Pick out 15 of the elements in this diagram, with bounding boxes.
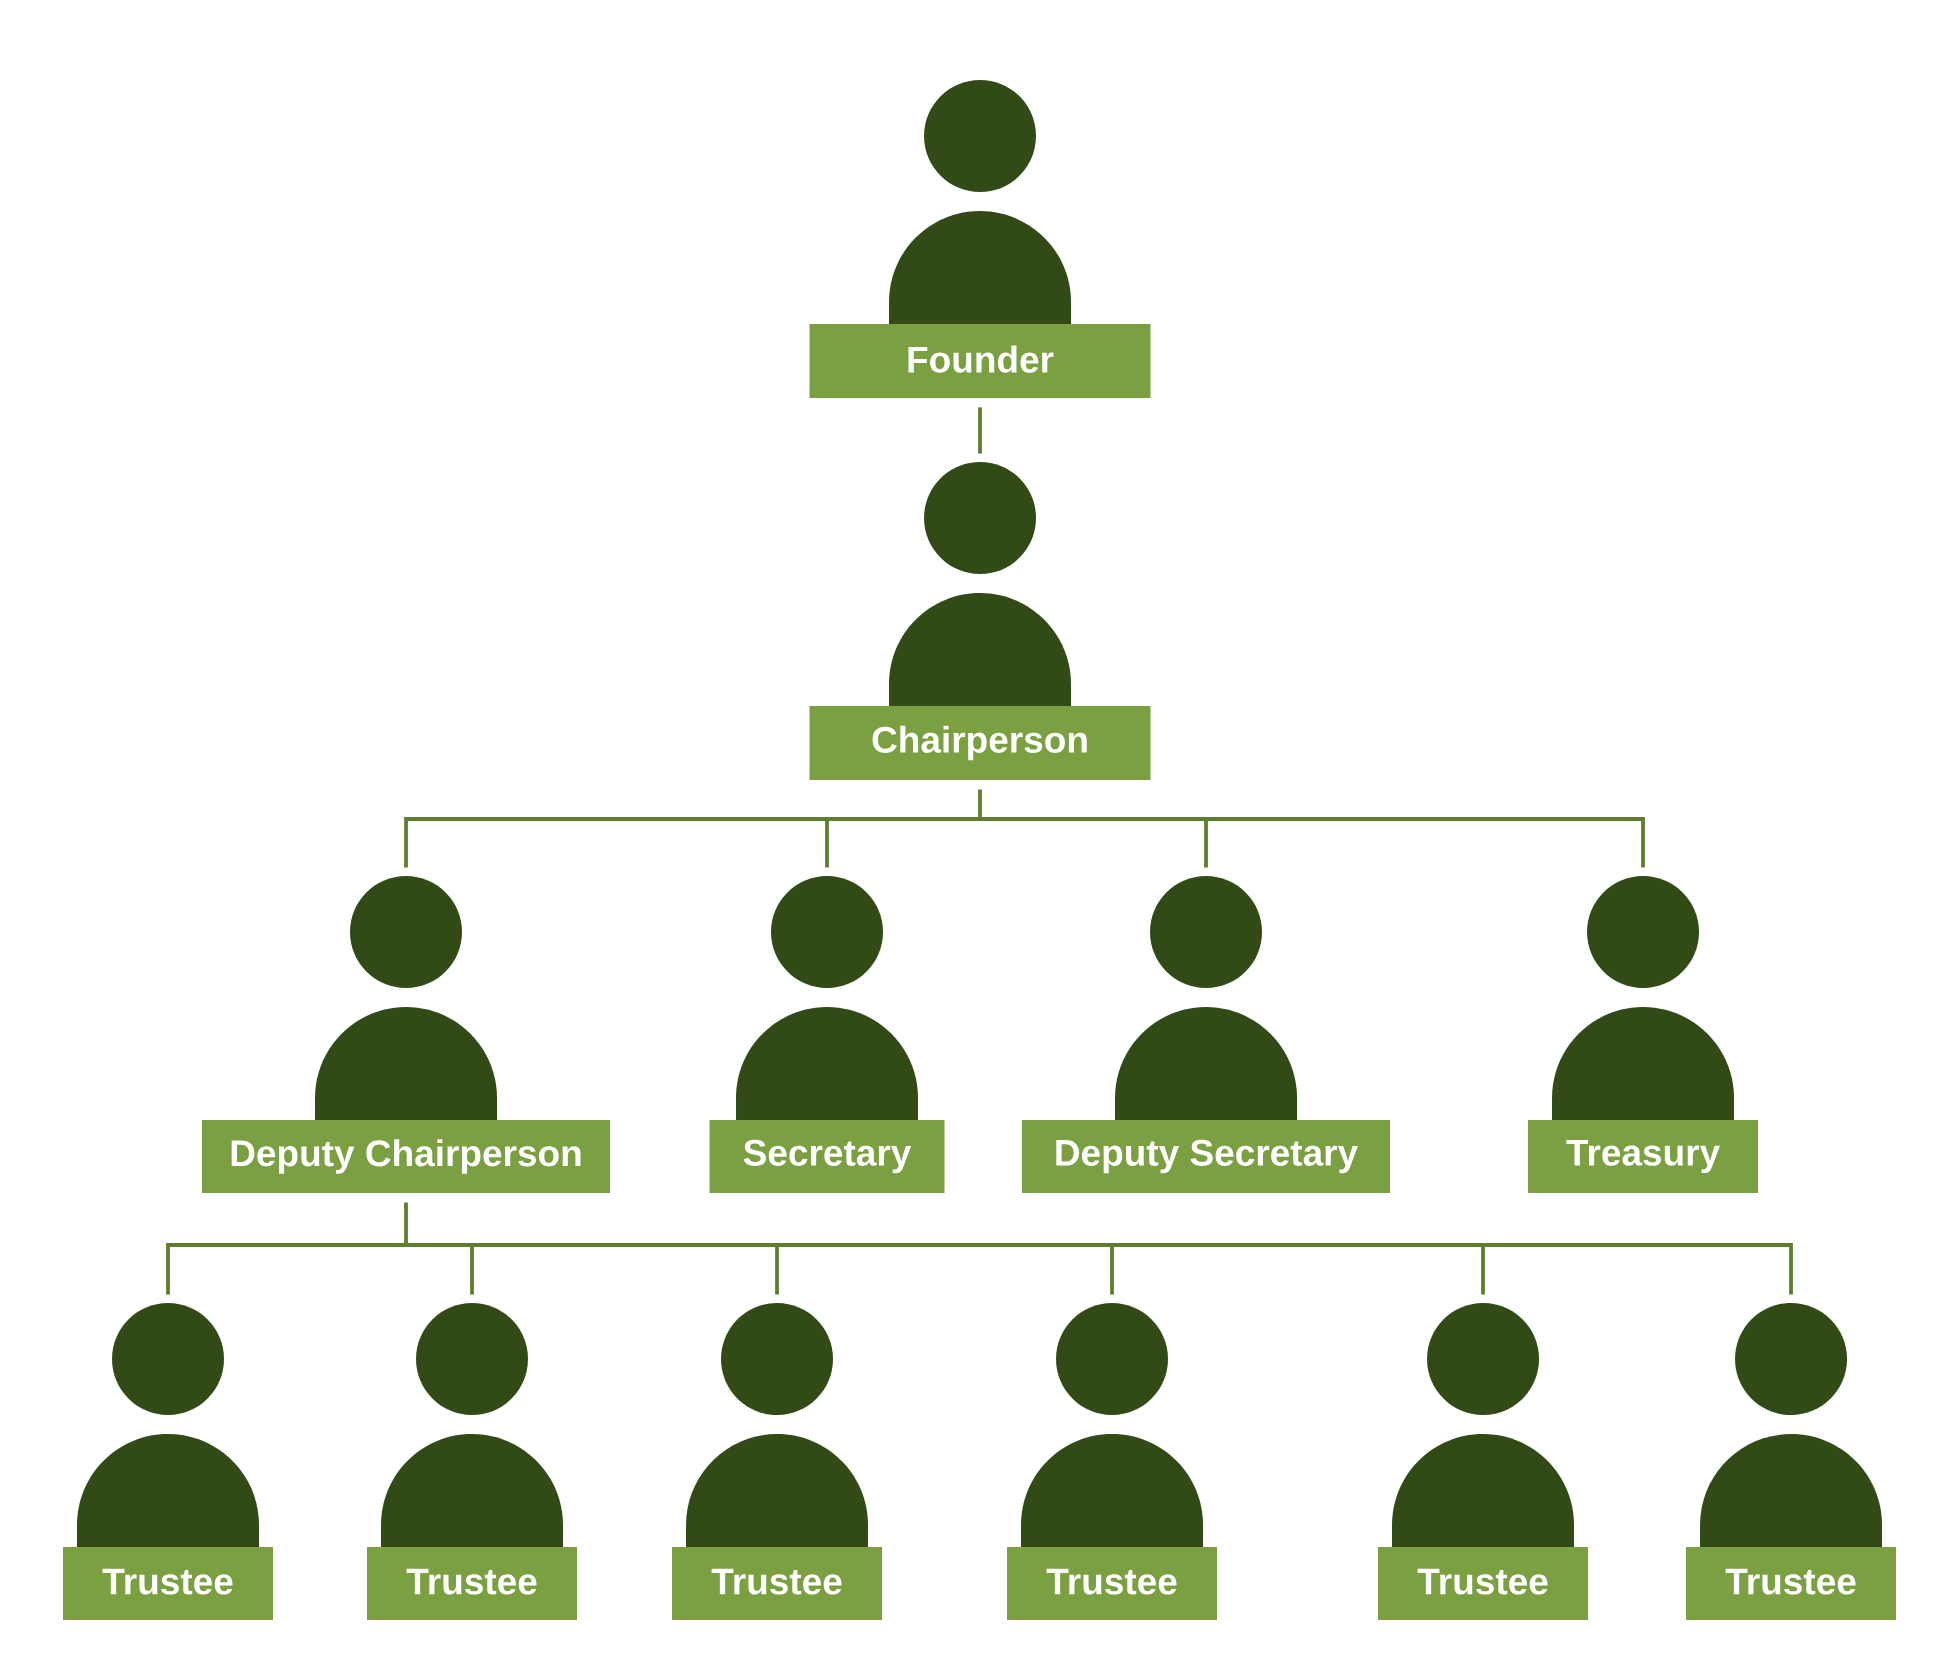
connector-line <box>978 407 982 454</box>
label-box: Deputy Chairperson <box>202 1120 610 1193</box>
label-box: Trustee <box>367 1547 577 1620</box>
label-box: Secretary <box>709 1120 945 1193</box>
label-box: Treasury <box>1528 1120 1758 1193</box>
connector-line <box>166 1200 1793 1297</box>
label-box: Trustee <box>1378 1547 1588 1620</box>
label-box: Trustee <box>1686 1547 1896 1620</box>
label-box: Deputy Secretary <box>1022 1120 1390 1193</box>
label-box: Trustee <box>63 1547 273 1620</box>
label-box: Trustee <box>1007 1547 1217 1620</box>
label-box: Chairperson <box>809 706 1151 780</box>
label-box: Founder <box>809 324 1151 398</box>
connector-line <box>404 787 1645 870</box>
label-box: Trustee <box>672 1547 882 1620</box>
